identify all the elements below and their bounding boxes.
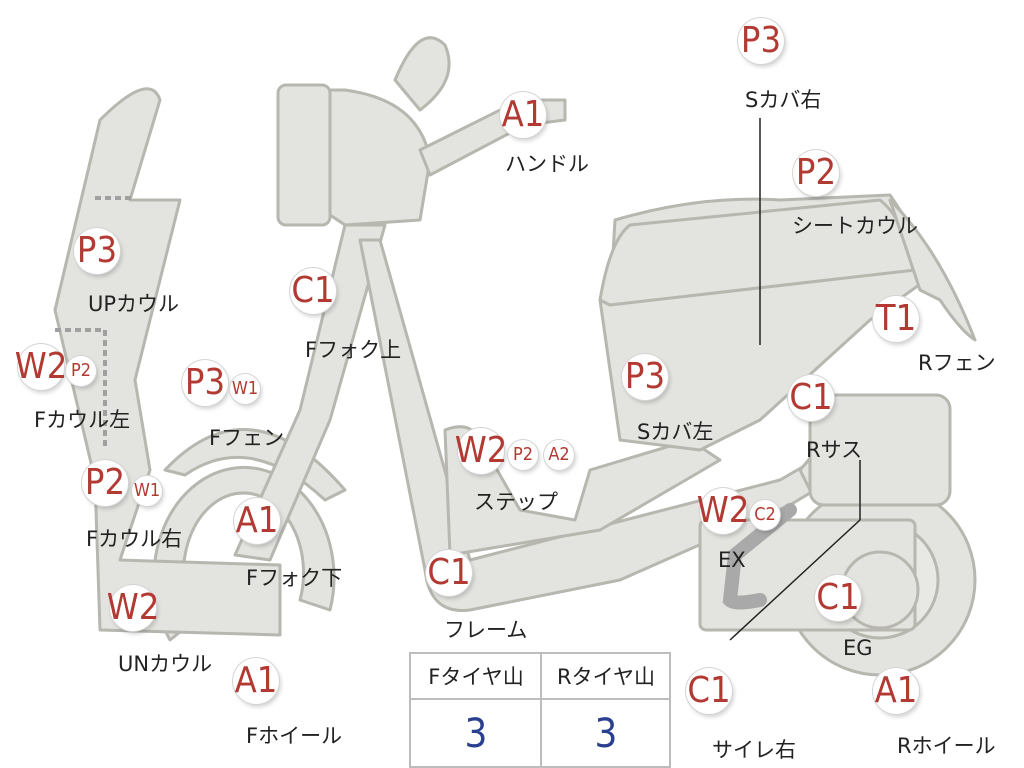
label-r-wheel: Rホイール <box>897 734 996 758</box>
label-f-wheel: Fホイール <box>246 724 343 748</box>
exhaust-shape <box>722 503 797 610</box>
badge-P3-s-cover-right: P3 <box>738 18 784 64</box>
value-front-tire: 3 <box>464 711 488 757</box>
badge-A1-f-fork-lower: A1 <box>234 498 280 544</box>
badge-P2-seat-cowl: P2 <box>793 150 839 196</box>
badge-P2-f-cowl-left: P2 <box>66 356 96 386</box>
table-divider <box>540 654 542 766</box>
label-s-cover-right: Sカバ右 <box>745 88 822 112</box>
front-fender-shape <box>163 428 347 502</box>
label-un-cowl: UNカウル <box>118 652 213 676</box>
label-f-fender: Fフェン <box>209 426 285 450</box>
badge-W2-step: W2 <box>455 428 507 474</box>
label-r-suspension: Rサス <box>806 438 863 462</box>
value-rear-tire: 3 <box>594 711 618 757</box>
label-step: ステップ <box>474 490 558 514</box>
badge-P2-step: P2 <box>508 440 538 470</box>
label-silencer-right: サイレ右 <box>712 738 796 762</box>
badge-C1-f-fork-upper: C1 <box>290 268 336 314</box>
badge-C1-engine: C1 <box>815 575 861 621</box>
label-f-cowl-left: Fカウル左 <box>34 408 131 432</box>
badge-W1-f-fender: W1 <box>230 374 260 404</box>
badge-P3-up-cowl: P3 <box>74 228 120 274</box>
label-up-cowl: UPカウル <box>88 292 180 316</box>
badge-W2-un-cowl: W2 <box>107 585 159 631</box>
header-front-tire: Fタイヤ山 <box>411 654 541 700</box>
label-exhaust: EX <box>718 548 746 572</box>
badge-P3-f-fender: P3 <box>182 360 228 406</box>
label-s-cover-left: Sカバ左 <box>637 420 714 444</box>
label-frame: フレーム <box>444 618 528 642</box>
mirror-shape <box>393 36 451 112</box>
front-fork-shape <box>233 223 387 562</box>
label-f-cowl-right: Fカウル右 <box>86 527 183 551</box>
badge-C2-exhaust: C2 <box>750 500 780 530</box>
badge-C1-silencer-right: C1 <box>686 668 732 714</box>
label-r-fender: Rフェン <box>918 351 996 375</box>
label-f-fork-upper: Fフォク上 <box>305 338 402 362</box>
badge-A1-f-wheel: A1 <box>233 658 279 704</box>
badge-T1-r-fender: T1 <box>873 296 919 342</box>
badge-W1-f-cowl-right: W1 <box>132 476 162 506</box>
tail-shape <box>888 198 977 342</box>
tire-tread-table: Fタイヤ山 Rタイヤ山 3 3 <box>409 652 671 768</box>
badge-P2-f-cowl-right: P2 <box>82 460 128 506</box>
badge-P3-s-cover-left: P3 <box>622 354 668 400</box>
label-seat-cowl: シートカウル <box>792 214 918 238</box>
badge-C1-r-suspension: C1 <box>788 375 834 421</box>
badge-W2-exhaust: W2 <box>697 488 749 534</box>
label-engine: EG <box>843 636 873 660</box>
header-rear-tire: Rタイヤ山 <box>541 654 671 700</box>
label-f-fork-lower: Fフォク下 <box>246 566 343 590</box>
headlight-shape <box>278 88 432 227</box>
label-handle: ハンドル <box>505 152 589 176</box>
badge-A2-step: A2 <box>544 440 574 470</box>
badge-W2-f-cowl-left: W2 <box>15 344 67 390</box>
badge-C1-frame: C1 <box>426 550 472 596</box>
badge-A1-r-wheel: A1 <box>873 668 919 714</box>
badge-A1-handle: A1 <box>500 92 546 138</box>
